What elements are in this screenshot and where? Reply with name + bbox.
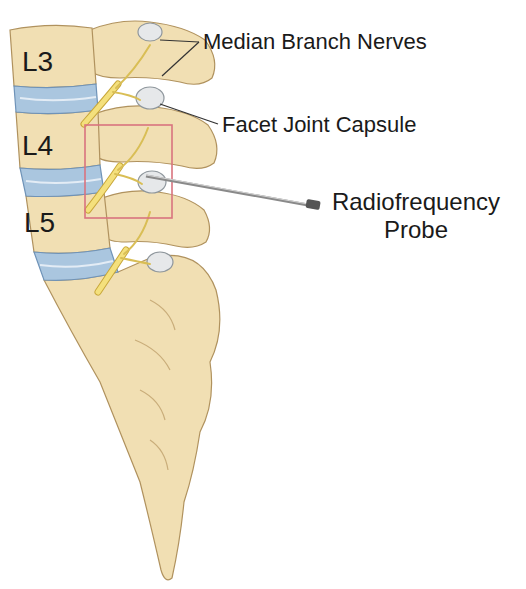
callout-label: Median Branch Nerves [203,29,427,54]
callout-label: Radiofrequency Probe [318,188,514,243]
callout-label: Facet Joint Capsule [222,112,416,137]
vertebra-label: L4 [22,130,53,162]
vertebra-label: L5 [24,207,55,239]
vertebra-label: L3 [22,46,53,78]
